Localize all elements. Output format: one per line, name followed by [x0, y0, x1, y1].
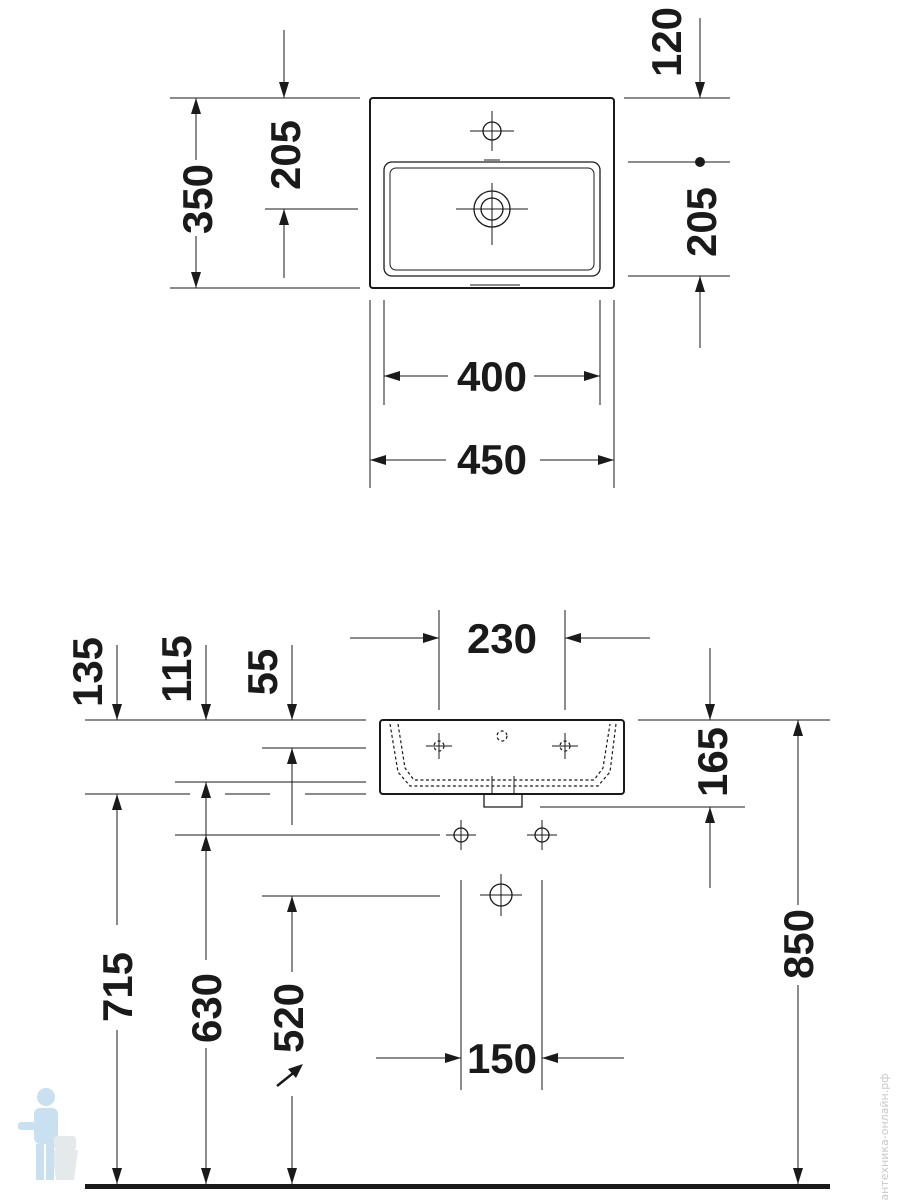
dim-135-label: 135: [64, 637, 111, 707]
dim-400-label: 400: [457, 353, 527, 400]
dim-120-label: 120: [643, 7, 690, 77]
dim-715-label: 715: [94, 952, 141, 1022]
arrow-350-top: [191, 98, 201, 114]
dim-630-label: 630: [183, 973, 230, 1043]
supply-hole-left-icon: [446, 820, 476, 850]
bowl-hidden-line-inner: [397, 723, 611, 781]
arrow-850-top: [793, 720, 803, 736]
arrow-630-bottom: [201, 1168, 211, 1184]
dim-230-label: 230: [467, 615, 537, 662]
waste-hole-icon: [480, 874, 522, 916]
dim-850-label: 850: [775, 909, 822, 979]
supply-hole-right-icon: [527, 820, 557, 850]
arrow-350-bottom: [191, 272, 201, 288]
bowl-hidden-line-outer: [389, 723, 617, 787]
overflow-hole-icon: [496, 730, 508, 742]
arrow-230-left: [423, 633, 439, 643]
arrow-150-left: [445, 1053, 461, 1063]
arrow-230-right: [565, 633, 581, 643]
bowl-outline-top: [383, 161, 601, 277]
arrow-150-right: [542, 1053, 558, 1063]
dim-205-right-label: 205: [678, 187, 725, 257]
arrow-165-top: [705, 704, 715, 720]
arrow-115-top: [201, 704, 211, 720]
arrow-115-bottom: [201, 782, 211, 798]
floor-line: [85, 1184, 830, 1189]
dim-450-label: 450: [457, 436, 527, 483]
dim-350-label: 350: [174, 164, 221, 234]
arrow-715-bottom: [112, 1168, 122, 1184]
arrow-55-bottom: [287, 748, 297, 764]
arrow-715-top: [112, 794, 122, 810]
arrow-205-left-bottom: [279, 209, 289, 225]
dim-165-label: 165: [689, 727, 736, 797]
bracket-hole-right-icon: [552, 733, 578, 759]
dim-520-label: 520: [265, 983, 312, 1053]
arrow-120: [695, 82, 705, 98]
arrow-520-bottom: [287, 1168, 297, 1184]
basin-outline-top: [369, 97, 615, 289]
watermark-logo: [18, 1088, 78, 1180]
bowl-inner-top: [389, 167, 595, 271]
bracket-hole-left-icon: [426, 733, 452, 759]
arrow-205-right: [695, 276, 705, 292]
drain-outlet: [483, 794, 523, 808]
arrow-135-top: [112, 704, 122, 720]
arrow-400-left: [384, 371, 400, 381]
watermark-text: сантехника-онлайн.рф: [878, 1073, 891, 1200]
arrow-400-right: [584, 371, 600, 381]
pointer-arrow-icon: [276, 1064, 303, 1087]
dim-205-left-label: 205: [262, 120, 309, 190]
point-marker-205: [695, 157, 705, 167]
arrow-520-top: [287, 896, 297, 912]
arrow-205-left-top: [279, 82, 289, 98]
basin-outline-front: [379, 719, 625, 795]
arrow-55-top: [287, 704, 297, 720]
arrow-165-bottom: [705, 807, 715, 823]
drain-icon: [456, 183, 528, 245]
arrow-450-right: [598, 455, 614, 465]
tap-hole-icon: [470, 111, 514, 151]
front-view: 230 135 115 55 165 715: [64, 610, 830, 1189]
arrow-630-top: [201, 835, 211, 851]
arrow-850-bottom: [793, 1168, 803, 1184]
dim-115-label: 115: [153, 635, 200, 703]
arrow-450-left: [370, 455, 386, 465]
top-view: 350 205 120 205 400 450: [170, 7, 730, 488]
dim-55-label: 55: [239, 649, 286, 696]
dim-150-label: 150: [467, 1035, 537, 1082]
